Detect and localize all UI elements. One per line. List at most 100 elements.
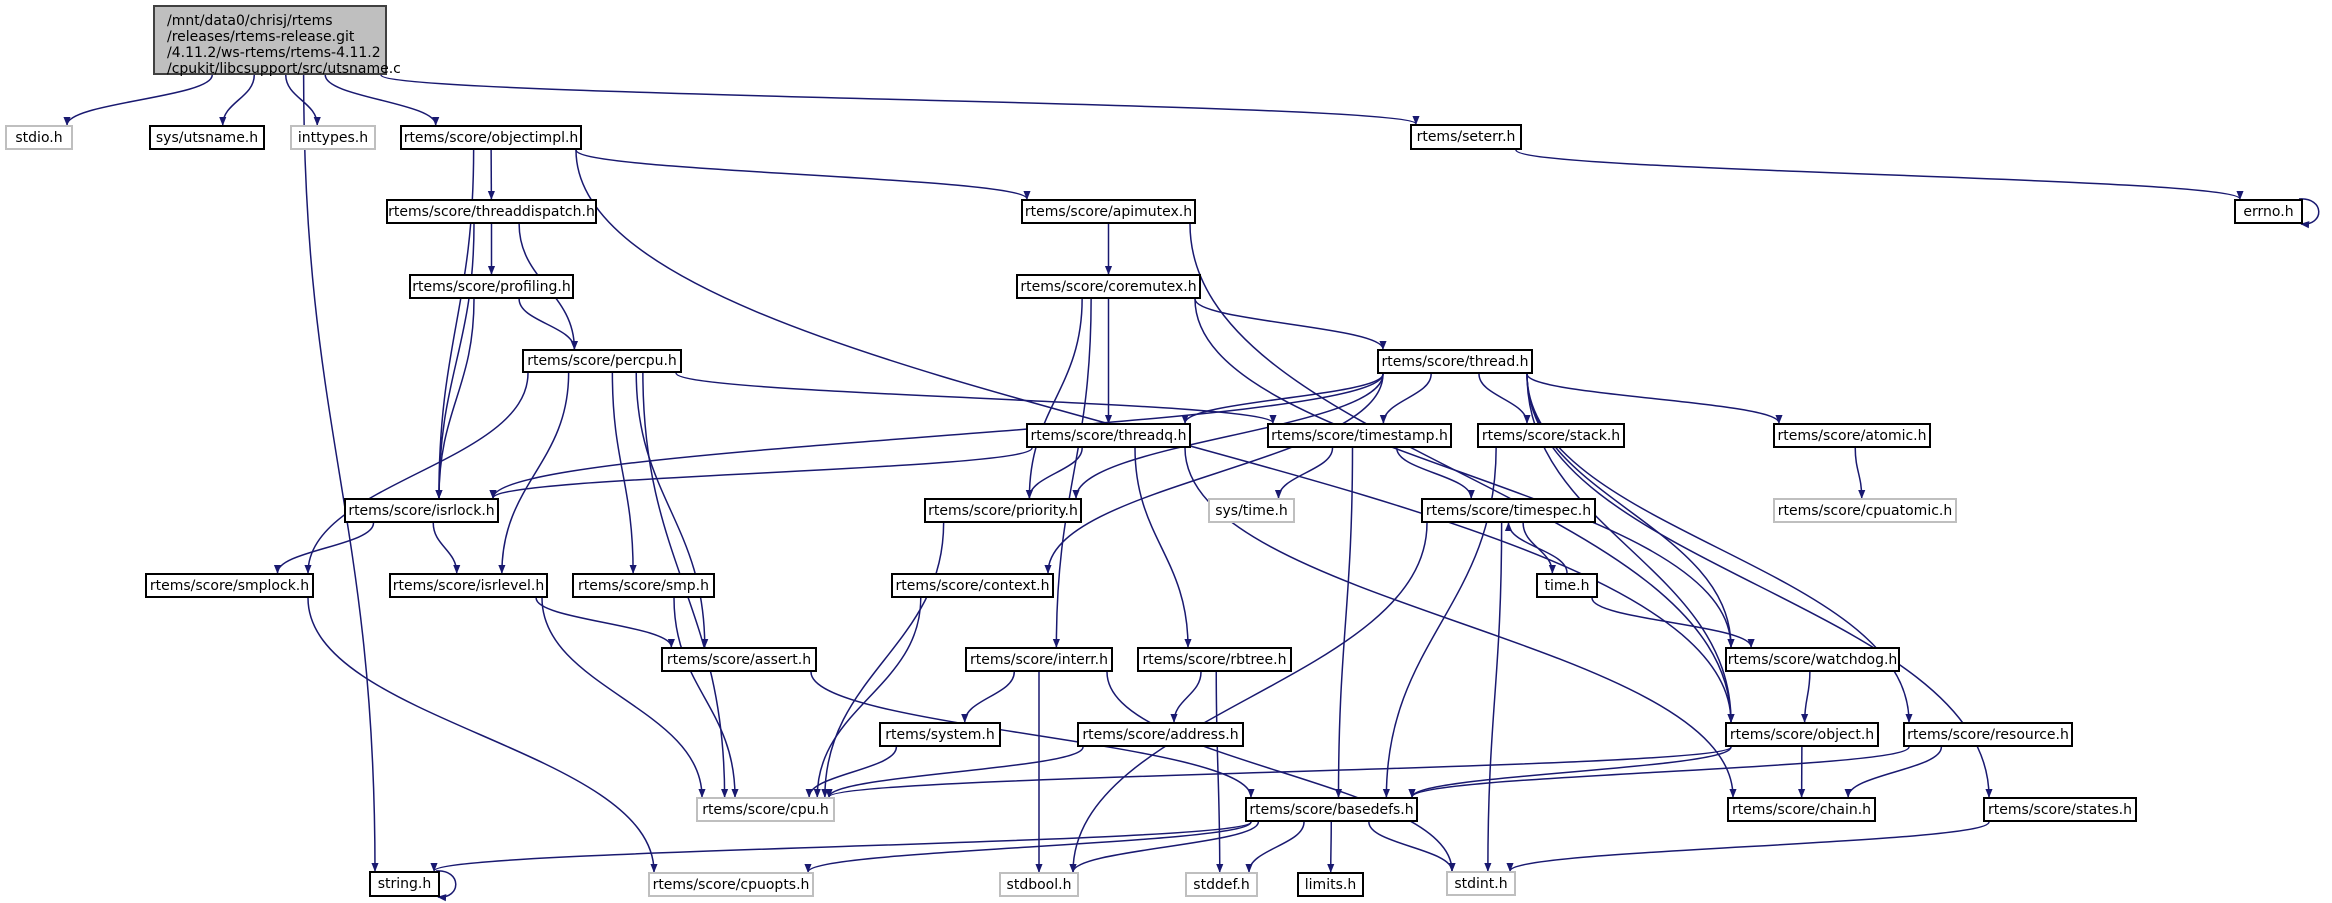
node-sys-utsname-h[interactable]: sys/utsname.h	[149, 125, 265, 150]
edge-thread-h-to-timestamp-h	[1379, 373, 1432, 424]
root-path-line: /mnt/data0/chrisj/rtems	[167, 13, 333, 29]
node-threadq-h[interactable]: rtems/score/threadq.h	[1026, 423, 1191, 448]
edge-isrlock-h-to-isrlevel-h	[432, 522, 461, 574]
node-cpuopts-h: rtems/score/cpuopts.h	[648, 872, 814, 897]
edge-utsname-c-to-string-h	[302, 74, 379, 872]
edge-coremutex-h-to-priority-h	[1025, 298, 1083, 499]
node-errno-h[interactable]: errno.h	[2234, 199, 2303, 224]
edge-percpu-h-to-smp-h	[611, 372, 637, 574]
node-threaddispatch-h[interactable]: rtems/score/threaddispatch.h	[386, 199, 597, 224]
edge-percpu-h-to-timestamp-h	[675, 372, 1277, 424]
node-limits-h[interactable]: limits.h	[1297, 872, 1364, 897]
root-path-line: /releases/rtems-release.git	[167, 29, 355, 45]
edge-basedefs-h-to-stdbool-h	[1069, 821, 1260, 873]
edge-thread-h-to-atomic-h	[1526, 373, 1783, 424]
edge-priority-h-to-cpu-h	[821, 522, 945, 798]
node-percpu-h[interactable]: rtems/score/percpu.h	[522, 349, 682, 373]
edge-thread-h-to-isrlock-h	[489, 373, 1384, 499]
edge-threadq-h-to-isrlock-h	[489, 447, 1033, 499]
node-object-h[interactable]: rtems/score/object.h	[1725, 722, 1879, 747]
edge-interr-h-to-system-h	[961, 671, 1015, 723]
edge-watchdog-h-to-object-h	[1801, 671, 1811, 723]
edge-seterr-h-to-errno-h	[1515, 149, 2244, 200]
edge-errno-h-to-errno-h	[2298, 198, 2320, 229]
edge-utsname-c-to-sys-utsname-h	[219, 74, 255, 126]
node-thread-h[interactable]: rtems/score/thread.h	[1377, 349, 1533, 374]
edge-thread-h-to-threadq-h	[1181, 373, 1384, 424]
node-coremutex-h[interactable]: rtems/score/coremutex.h	[1016, 274, 1201, 299]
edge-object-h-to-cpu-h	[825, 746, 1732, 798]
node-apimutex-h[interactable]: rtems/score/apimutex.h	[1021, 199, 1196, 224]
edge-utsname-c-to-inttypes-h	[285, 74, 321, 126]
node-smp-h[interactable]: rtems/score/smp.h	[572, 573, 715, 598]
node-timestamp-h[interactable]: rtems/score/timestamp.h	[1267, 423, 1452, 448]
node-stack-h[interactable]: rtems/score/stack.h	[1477, 423, 1625, 448]
node-priority-h[interactable]: rtems/score/priority.h	[924, 498, 1082, 523]
node-smplock-h[interactable]: rtems/score/smplock.h	[145, 573, 314, 598]
edge-percpu-h-to-smplock-h	[304, 372, 529, 574]
edge-assert-h-to-basedefs-h	[810, 671, 1255, 798]
node-cpu-h: rtems/score/cpu.h	[696, 797, 835, 822]
edge-thread-h-to-watchdog-h	[1526, 373, 1735, 648]
node-seterr-h[interactable]: rtems/seterr.h	[1410, 124, 1522, 150]
edge-resource-h-to-basedefs-h	[1408, 746, 1910, 798]
node-basedefs-h[interactable]: rtems/score/basedefs.h	[1245, 797, 1418, 822]
edge-coremutex-h-to-watchdog-h	[1194, 298, 1735, 648]
edge-system-h-to-cpu-h	[805, 746, 898, 798]
node-stdio-h: stdio.h	[5, 125, 73, 150]
root-path-line: /cpukit/libcsupport/src/utsname.c	[167, 61, 401, 77]
node-states-h[interactable]: rtems/score/states.h	[1983, 797, 2137, 822]
edge-string-h-to-string-h	[435, 870, 457, 902]
node-isrlevel-h[interactable]: rtems/score/isrlevel.h	[389, 573, 548, 598]
edge-basedefs-h-to-cpuopts-h	[804, 821, 1252, 873]
edge-time-h-to-watchdog-h	[1591, 597, 1755, 648]
edge-rbtree-h-to-address-h	[1170, 671, 1202, 723]
node-resource-h[interactable]: rtems/score/resource.h	[1903, 722, 2073, 747]
edge-rbtree-h-to-stddef-h	[1215, 671, 1224, 873]
edge-timestamp-h-to-basedefs-h	[1334, 447, 1354, 798]
node-address-h[interactable]: rtems/score/address.h	[1077, 722, 1244, 747]
node-profiling-h[interactable]: rtems/score/profiling.h	[409, 274, 574, 299]
edge-profiling-h-to-percpu-h	[518, 298, 578, 350]
node-chain-h[interactable]: rtems/score/chain.h	[1727, 797, 1876, 822]
edge-basedefs-h-to-stdint-h	[1368, 821, 1456, 872]
node-stdbool-h: stdbool.h	[999, 872, 1079, 897]
edge-percpu-h-to-assert-h	[635, 372, 709, 648]
edge-states-h-to-stdint-h	[1506, 821, 1990, 872]
edge-thread-h-to-stack-h	[1478, 373, 1531, 424]
node-inttypes-h: inttypes.h	[290, 125, 376, 150]
edge-objectimpl-h-to-apimutex-h	[575, 149, 1031, 200]
edge-isrlevel-h-to-cpu-h	[541, 597, 706, 798]
node-sys-time-h: sys/time.h	[1208, 498, 1295, 523]
edge-coremutex-h-to-thread-h	[1194, 298, 1387, 350]
edge-coremutex-h-to-interr-h	[1052, 298, 1092, 648]
edge-timestamp-h-to-sys-time-h	[1274, 447, 1334, 499]
node-string-h[interactable]: string.h	[369, 871, 440, 897]
node-rbtree-h[interactable]: rtems/score/rbtree.h	[1137, 647, 1292, 672]
edge-timespec-h-to-stdbool-h	[1069, 522, 1428, 873]
node-time-h[interactable]: time.h	[1536, 573, 1598, 598]
edge-basedefs-h-to-string-h	[430, 821, 1252, 872]
node-watchdog-h[interactable]: rtems/score/watchdog.h	[1725, 647, 1900, 672]
edge-basedefs-h-to-limits-h	[1327, 821, 1335, 873]
node-atomic-h[interactable]: rtems/score/atomic.h	[1773, 423, 1931, 448]
node-system-h[interactable]: rtems/system.h	[879, 722, 1001, 747]
node-stdint-h: stdint.h	[1446, 871, 1516, 896]
node-timespec-h[interactable]: rtems/score/timespec.h	[1421, 498, 1596, 523]
edge-atomic-h-to-cpuatomic-h	[1854, 447, 1866, 499]
node-objectimpl-h[interactable]: rtems/score/objectimpl.h	[400, 125, 582, 150]
edge-thread-h-to-context-h	[1044, 373, 1384, 574]
node-interr-h[interactable]: rtems/score/interr.h	[965, 647, 1113, 672]
edge-smplock-h-to-cpuopts-h	[307, 597, 658, 873]
node-isrlock-h[interactable]: rtems/score/isrlock.h	[344, 498, 499, 523]
edge-object-h-to-basedefs-h	[1408, 746, 1732, 798]
node-assert-h[interactable]: rtems/score/assert.h	[661, 647, 817, 672]
node-context-h[interactable]: rtems/score/context.h	[891, 573, 1054, 598]
edge-utsname-c-to-objectimpl-h	[324, 74, 440, 126]
edge-utsname-c-to-seterr-h	[380, 74, 1420, 125]
edge-context-h-to-cpu-h	[813, 597, 922, 798]
node-stddef-h: stddef.h	[1185, 872, 1258, 897]
edge-thread-h-to-priority-h	[1072, 373, 1384, 499]
edge-threaddispatch-h-to-isrlock-h	[435, 223, 475, 499]
edge-address-h-to-cpu-h	[825, 746, 1084, 798]
